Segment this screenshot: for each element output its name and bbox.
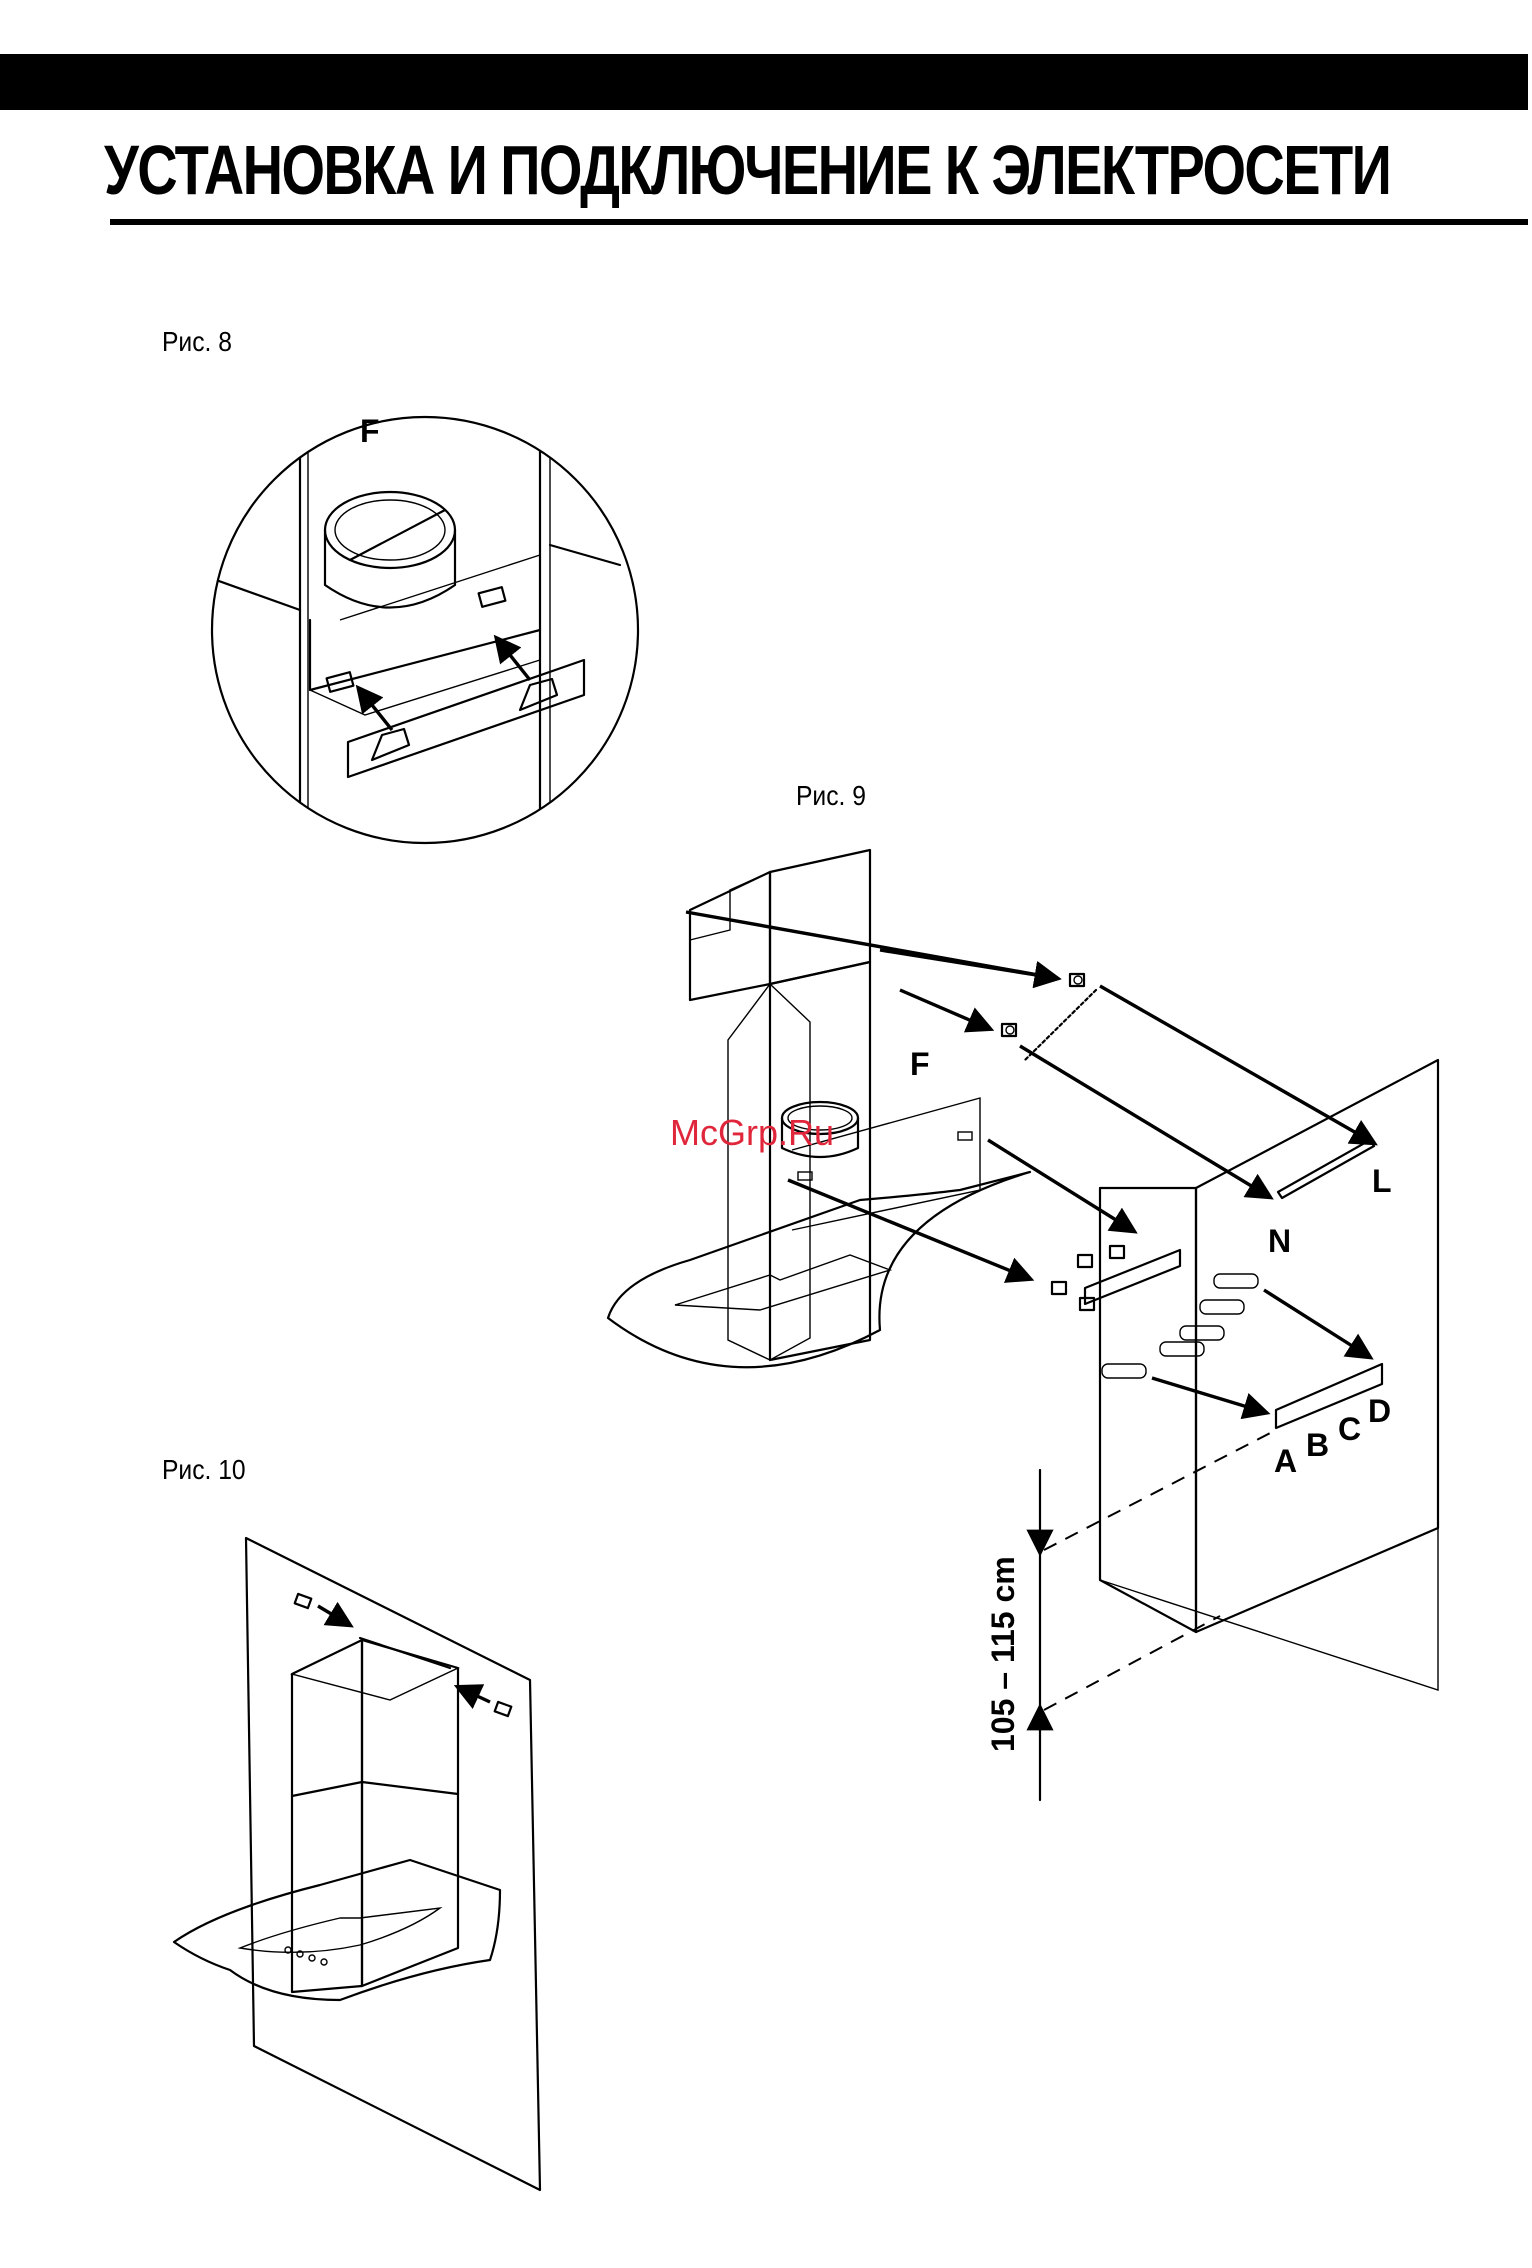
fig9-label: Рис. 9: [796, 780, 866, 812]
fig9-callout-b: B: [1306, 1427, 1329, 1463]
fig9-callout-a: A: [1274, 1443, 1297, 1479]
fig9-illustration: 105 – 115 cm F L N A B C D: [600, 850, 1500, 1810]
title-underline: [110, 219, 1528, 225]
fig8-label: Рис. 8: [162, 326, 232, 358]
header-bar: [0, 54, 1528, 110]
fig10-illustration: [160, 1530, 580, 2200]
fig9-dimension-label: 105 – 115 cm: [985, 1556, 1021, 1752]
fig8-detail-circle: [212, 417, 638, 843]
fig10-label: Рис. 10: [162, 1454, 246, 1486]
fig10-hood: [174, 1640, 500, 2000]
fig9-callout-l: L: [1372, 1163, 1392, 1199]
fig9-dimension: 105 – 115 cm: [985, 1430, 1276, 1800]
fig9-callout-n: N: [1268, 1223, 1291, 1259]
page-title: УСТАНОВКА И ПОДКЛЮЧЕНИЕ К ЭЛЕКТРОСЕТИ: [104, 130, 1390, 210]
fig9-arrows: [686, 912, 1372, 1412]
watermark: McGrp.Ru: [670, 1112, 834, 1154]
fig8-illustration: F: [160, 390, 620, 840]
fig9-callout-d: D: [1368, 1393, 1391, 1429]
fig9-callout-c: C: [1338, 1411, 1361, 1447]
fig9-callout-f: F: [910, 1046, 930, 1082]
fig9-hood: [608, 850, 1030, 1367]
fig9-screws-and-brackets: [1002, 974, 1382, 1428]
fig9-wall: [1100, 1060, 1438, 1690]
fig8-callout-f: F: [360, 413, 380, 449]
